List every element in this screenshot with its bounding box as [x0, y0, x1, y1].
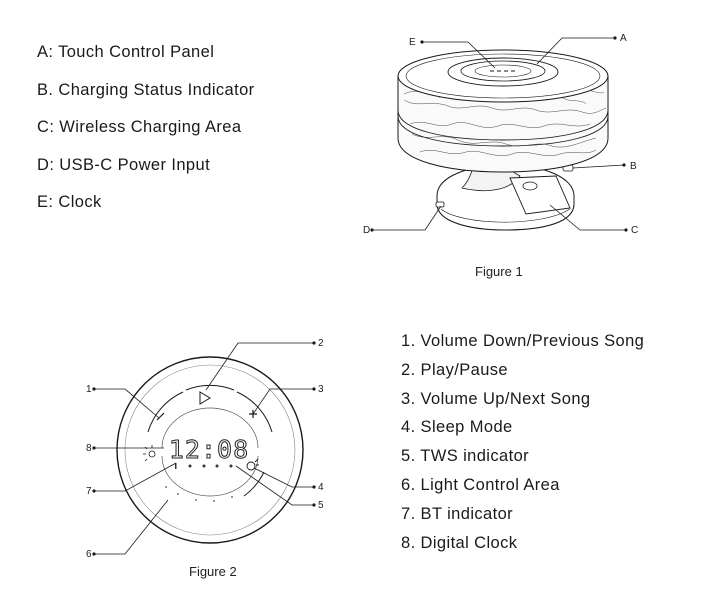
button-arc-bottom-right [243, 471, 265, 497]
callout-line-2 [205, 342, 314, 391]
figure1-device-drawing [397, 49, 609, 231]
top-touch-panel [397, 49, 609, 103]
callout-label-c: C [631, 225, 638, 236]
light-control-area [165, 486, 233, 502]
usb-c-port [435, 201, 445, 208]
legend-item-2: 2. Play/Pause [401, 360, 509, 379]
callout-line-a [536, 37, 615, 65]
legend-item-c: C: Wireless Charging Area [37, 118, 242, 136]
callout-label-d: D [363, 225, 370, 236]
figure1-callouts [370, 36, 628, 232]
button-arc-right [236, 391, 273, 433]
callout-label-3: 3 [318, 384, 324, 395]
legend-item-6: 6. Light Control Area [401, 475, 560, 494]
callout-line-b [572, 164, 625, 169]
callout-label-1: 1 [86, 384, 92, 395]
legend-item-5: 5. TWS indicator [401, 447, 530, 466]
callout-line-d [372, 205, 442, 231]
callout-label-5: 5 [318, 500, 324, 511]
figure2-top-view [116, 356, 304, 544]
legend-item-3: 3. Volume Up/Next Song [401, 389, 591, 408]
status-indicator-icons [175, 463, 233, 469]
outer-ring [116, 356, 304, 544]
button-arc-top [185, 384, 235, 391]
clock-display-frame [161, 407, 259, 497]
callout-line-6 [94, 499, 169, 555]
legend-item-8: 8. Digital Clock [401, 533, 518, 552]
callout-label-2: 2 [318, 338, 324, 349]
callout-label-b: B [630, 161, 637, 172]
callout-label-6: 6 [86, 549, 92, 560]
digital-clock-display: 12:08 [169, 435, 249, 464]
callout-label-7: 7 [86, 486, 92, 497]
callout-line-5 [235, 465, 314, 506]
button-arc-left [147, 391, 184, 433]
callout-line-1 [94, 388, 160, 419]
legend-item-7: 7. BT indicator [401, 504, 514, 523]
figure2-parts-legend: 1. Volume Down/Previous Song 2. Play/Pau… [401, 331, 644, 561]
speaker-body [397, 76, 609, 173]
callout-line-e [422, 41, 496, 69]
callout-label-a: A [620, 33, 627, 44]
callout-line-c [549, 204, 626, 231]
figure2-caption: Figure 2 [189, 564, 237, 579]
callout-label-8: 8 [86, 443, 92, 454]
play-pause-icon [199, 391, 211, 405]
legend-item-1: 1. Volume Down/Previous Song [401, 332, 645, 350]
callout-label-4: 4 [318, 482, 324, 493]
callout-line-4 [253, 467, 314, 488]
callout-label-e: E [409, 37, 416, 48]
figure2-callouts [92, 341, 316, 556]
legend-item-a: A: Touch Control Panel [37, 43, 215, 61]
callout-line-3 [252, 388, 314, 415]
volume-down-icon [156, 412, 165, 421]
inner-ring [124, 364, 296, 536]
wireless-charging-pad [509, 175, 571, 215]
sleep-mode-icon [246, 458, 259, 471]
legend-item-d: D: USB-C Power Input [37, 155, 211, 174]
figure1-caption: Figure 1 [475, 264, 523, 279]
legend-item-b: B. Charging Status Indicator [37, 80, 255, 99]
legend-item-e: E: Clock [37, 193, 102, 211]
figure1-parts-legend: A: Touch Control Panel B. Charging Statu… [37, 42, 255, 230]
callout-line-7 [94, 462, 177, 492]
legend-item-4: 4. Sleep Mode [401, 418, 513, 437]
light-sun-icon [143, 445, 156, 462]
